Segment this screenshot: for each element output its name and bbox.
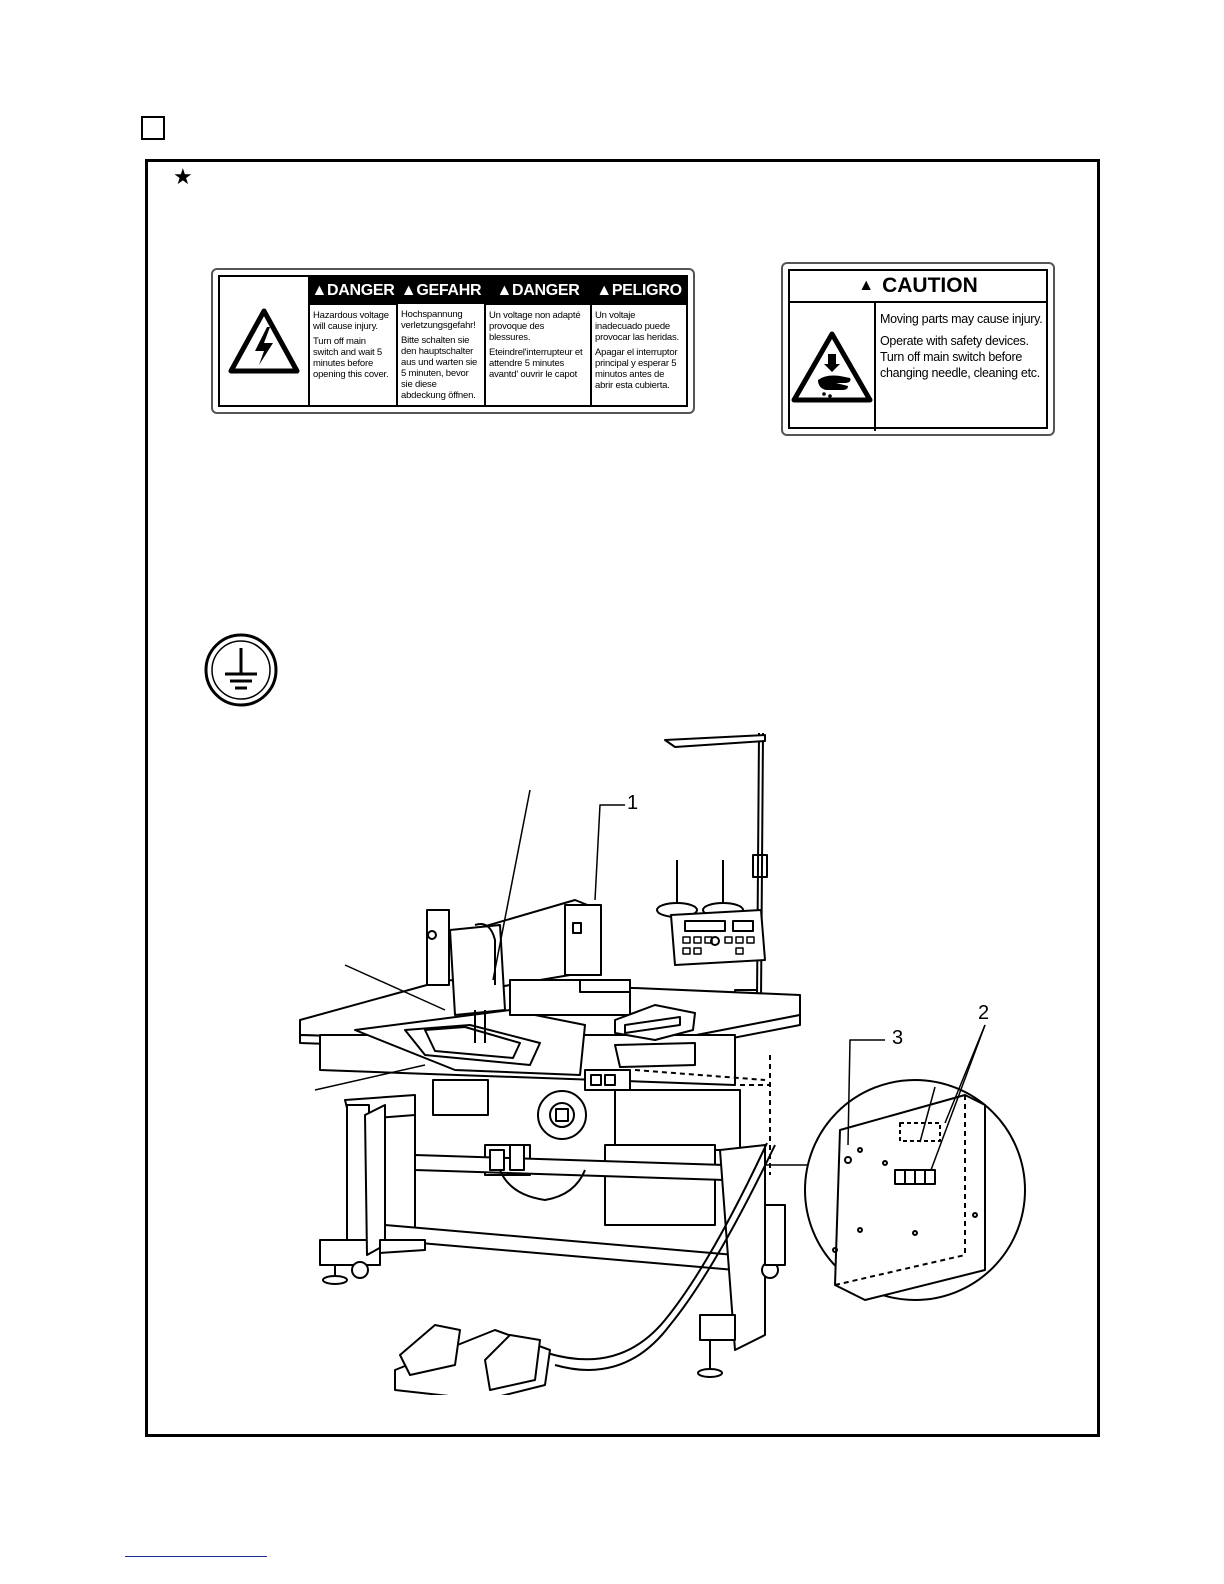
caution-warning-label: ▲ CAUTION Moving parts may cause injury. O… — [781, 262, 1055, 436]
warning-triangle-icon: ▲ — [311, 282, 327, 299]
table-accessories — [584, 1004, 766, 1091]
danger-text: Turn off main switch and wait 5 minutes … — [313, 336, 389, 380]
sewing-head — [426, 899, 631, 1043]
danger-text: Un voltage non adapté provoque des bless… — [489, 310, 581, 343]
danger-warning-label: ▲DANGER Hazardous voltage will cause inj… — [211, 268, 695, 414]
caution-text: Operate with safety devices. Turn off ma… — [880, 334, 1040, 380]
danger-column-fr: ▲DANGER Un voltage non adapté provoque d… — [486, 277, 592, 405]
caution-text: Moving parts may cause injury. — [880, 312, 1043, 326]
operation-panel — [670, 909, 766, 966]
callout-number: 2 — [978, 1002, 990, 1024]
thread-stand — [664, 732, 768, 1028]
danger-text: Apagar el interruptor principal y espera… — [595, 347, 678, 391]
danger-column-en: ▲DANGER Hazardous voltage will cause inj… — [310, 277, 398, 405]
thread-spools — [656, 860, 744, 918]
warning-triangle-icon: ▲ — [400, 281, 417, 299]
callout-leader-lines — [314, 789, 825, 1166]
callout-number: 1 — [627, 792, 639, 814]
footer-link-underline — [125, 1556, 267, 1557]
danger-text: Eteindrel'interrupteur et attendre 5 min… — [489, 347, 583, 380]
warning-triangle-icon: ▲ — [596, 282, 612, 299]
warning-triangle-icon: ▲ — [496, 282, 512, 299]
danger-text: Hazardous voltage will cause injury. — [313, 310, 389, 332]
star-icon: ★ — [173, 164, 193, 189]
sewing-machine-illustration — [299, 732, 1026, 1395]
danger-text: Bitte schalten sie den hauptschalter aus… — [401, 335, 478, 401]
danger-header: DANGER — [327, 282, 395, 299]
danger-text: Hochspannung verletzungsgefahr! — [401, 309, 476, 331]
air-regulator — [489, 1144, 586, 1201]
warning-triangle-icon: ▲ — [858, 277, 875, 294]
hand-injury-icon — [790, 303, 876, 431]
danger-column-es: ▲PELIGRO Un voltaje inadecuado puede pro… — [592, 277, 686, 405]
gefahr-header: GEFAHR — [416, 281, 482, 299]
high-voltage-icon — [220, 277, 310, 405]
protective-earth-icon — [204, 633, 278, 707]
content-frame — [145, 159, 1100, 1437]
control-box-detail — [804, 1024, 1026, 1301]
danger-fr-header: DANGER — [512, 282, 580, 299]
danger-column-de: ▲GEFAHR Hochspannung verletzungsgefahr! B… — [398, 277, 486, 405]
foot-pedal — [394, 1142, 776, 1395]
section-checkbox — [141, 116, 165, 140]
danger-text: Un voltaje inadecuado puede provocar las… — [595, 310, 679, 343]
peligro-header: PELIGRO — [611, 282, 682, 299]
callout-number: 3 — [892, 1027, 904, 1049]
caution-header: CAUTION — [882, 274, 978, 297]
